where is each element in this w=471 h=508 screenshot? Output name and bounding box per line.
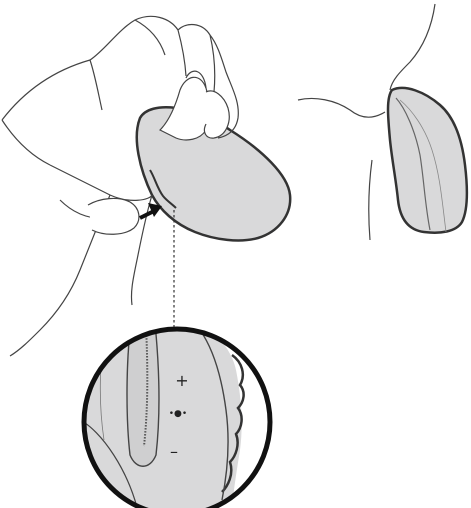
multifunction-label: •●• — [169, 409, 187, 419]
volume-down-label: – — [170, 442, 178, 461]
head-profile-with-earcup — [298, 4, 467, 240]
hand-with-earcup — [2, 16, 290, 356]
zoom-detail: + •●• – — [60, 300, 270, 508]
volume-up-label: + — [175, 371, 188, 390]
